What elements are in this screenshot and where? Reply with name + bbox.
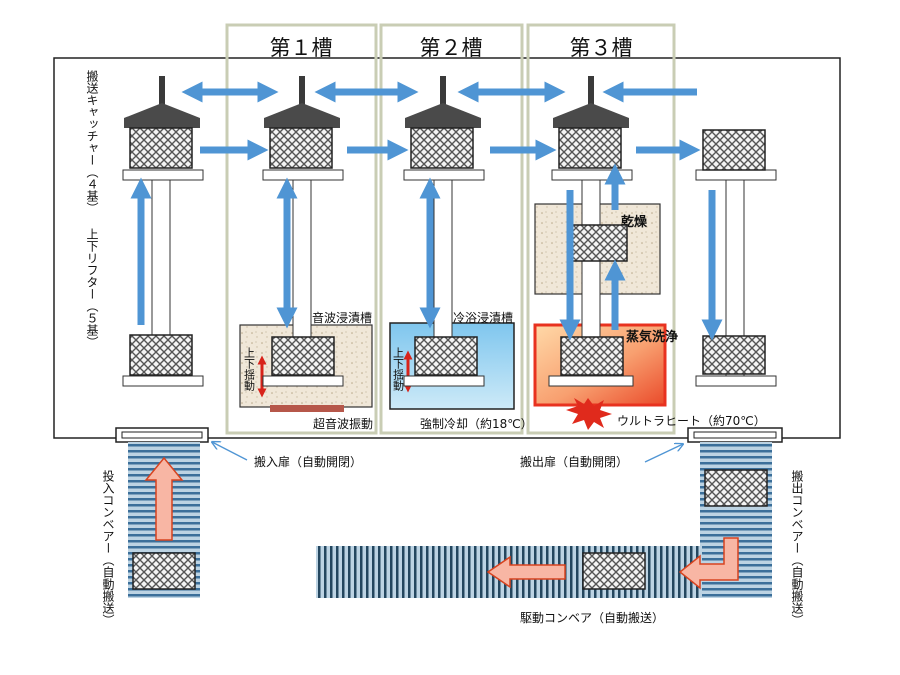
steam-cleaning-label: 蒸気洗浄 — [626, 329, 678, 345]
entry-door-label: 搬入扉（自動開閉） — [254, 454, 362, 469]
station-2 — [262, 76, 344, 387]
lifter-top-plate — [695, 169, 777, 181]
entry-door-pointer — [212, 442, 248, 461]
updown-swing-label-2: 上下揺動 — [392, 347, 405, 392]
lifter-base-plate — [548, 375, 634, 387]
lifter-label: 上下リフター（５基） — [85, 228, 99, 348]
basket — [704, 469, 768, 507]
basket — [568, 224, 628, 262]
ultrasonic-tank-label: 超音波浸漬槽 — [300, 310, 372, 325]
catcher-rod — [588, 76, 594, 116]
tank-3-label: 第３槽 — [570, 36, 633, 60]
station-5 — [695, 129, 777, 387]
tank-frames — [225, 23, 676, 435]
basket — [129, 334, 193, 376]
basket — [129, 127, 193, 169]
basket — [269, 127, 333, 169]
basket — [582, 552, 646, 590]
lifter-base-plate — [695, 375, 777, 387]
forced-cooling-label: 強制冷却（約18℃） — [420, 416, 533, 431]
catcher-rod — [440, 76, 446, 116]
drive-flow-arrow — [486, 555, 566, 589]
ultra-heat-burst — [566, 398, 612, 430]
entry-door-inner — [121, 431, 203, 439]
catcher-hood — [405, 103, 481, 128]
catcher-rod — [159, 76, 165, 116]
basket — [271, 336, 335, 376]
entry-door — [115, 427, 209, 443]
station-1 — [122, 76, 204, 387]
exit-door-pointer — [644, 444, 683, 463]
tank-2-frame — [379, 23, 524, 435]
station-4 — [548, 76, 634, 387]
catcher-hood — [124, 103, 200, 128]
input-flow-arrow — [144, 456, 184, 541]
tank-1-frame — [225, 23, 378, 435]
lifter-top-plate — [122, 169, 204, 181]
lifter-base-plate — [403, 375, 485, 387]
drive-conveyor-label: 駆動コンベア（自動搬送） — [520, 610, 664, 625]
output-conveyor-label: 搬出コンベアー（自動搬送） — [790, 469, 804, 626]
transfer-arrows — [130, 81, 723, 341]
input-conveyor-label: 投入コンベアー（自動搬送） — [101, 469, 115, 626]
basket — [702, 129, 766, 171]
basket — [558, 127, 622, 169]
basket — [702, 335, 766, 375]
lifter-base-plate — [262, 375, 344, 387]
lifter-top-plate — [551, 169, 633, 181]
basket — [560, 336, 624, 376]
updown-swing-label-1: 上下揺動 — [243, 347, 256, 392]
tank-1-label: 第１槽 — [270, 36, 333, 60]
cold-bath-label: 冷浴浸漬槽 — [453, 310, 513, 325]
basket — [410, 127, 474, 169]
station-3 — [403, 76, 485, 387]
tank-3-frame — [526, 23, 676, 435]
exit-door — [687, 427, 783, 443]
catcher-rod — [299, 76, 305, 116]
machine-enclosure — [53, 57, 841, 439]
tank-2-label: 第２槽 — [420, 36, 483, 60]
exit-door-label: 搬出扉（自動開閉） — [520, 454, 628, 469]
lifter-top-plate — [262, 169, 344, 181]
basket — [132, 552, 196, 590]
exit-door-inner — [693, 431, 777, 439]
ultrasonic-vibration-label: 超音波振動 — [313, 416, 373, 431]
basket — [414, 336, 478, 376]
lifter-top-plate — [403, 169, 485, 181]
lifter-base-plate — [122, 375, 204, 387]
output-flow-arrow — [678, 537, 739, 590]
catcher-hood — [553, 103, 629, 128]
ultrasonic-vibrator — [270, 405, 344, 412]
ultra-heat-label: ウルトラヒート（約70℃） — [617, 413, 766, 428]
catcher-hood — [264, 103, 340, 128]
catcher-label: 搬送キャッチャー（４基） — [85, 69, 99, 214]
